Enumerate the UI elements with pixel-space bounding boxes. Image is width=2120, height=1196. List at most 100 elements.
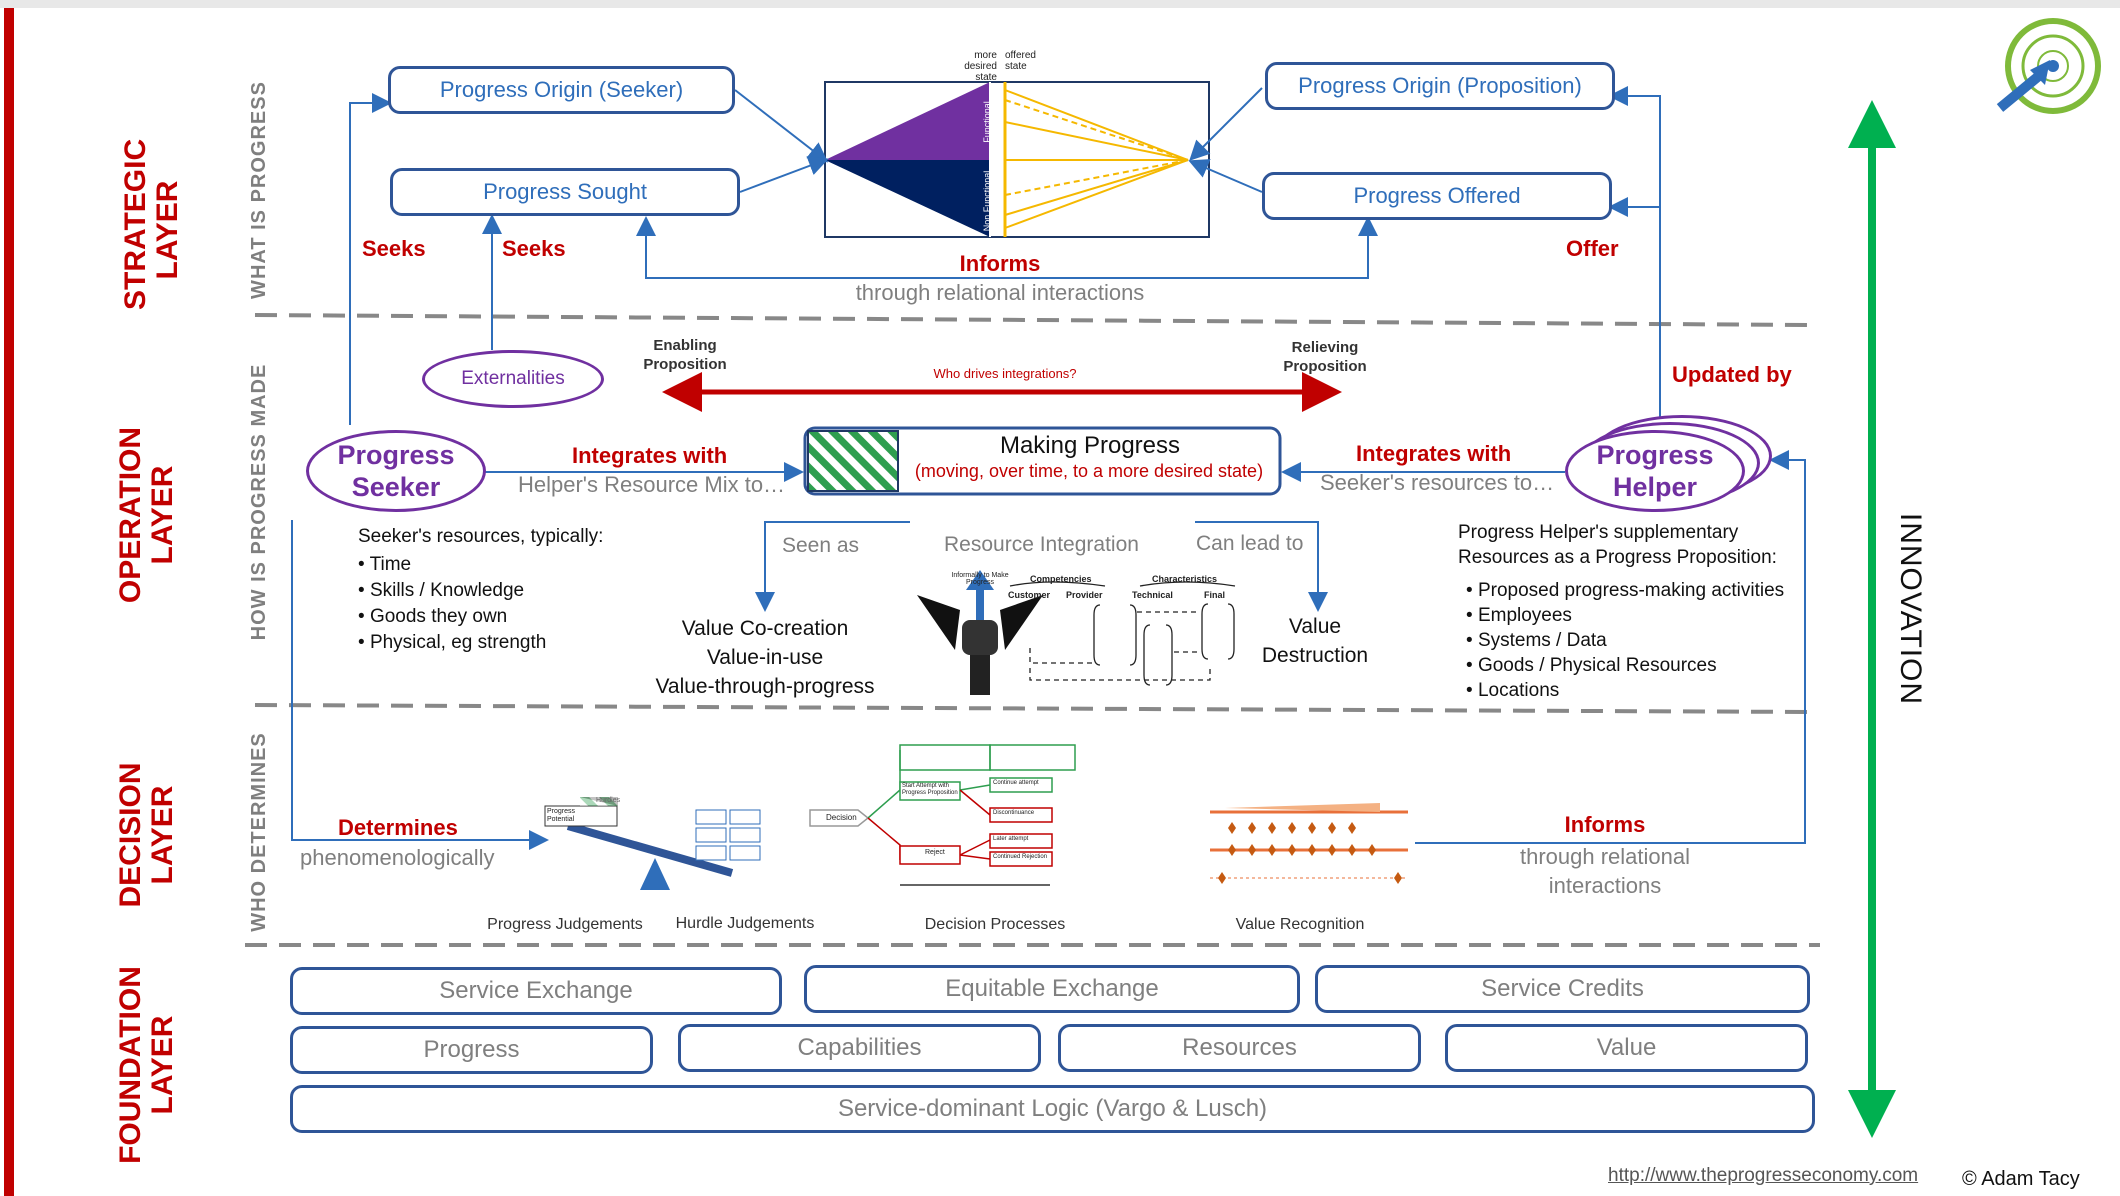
separator-1 <box>254 313 1811 327</box>
chart-label-offered: offered state <box>1005 50 1036 72</box>
seen-as-arrow <box>755 521 910 612</box>
can-lead-to-arrow <box>1195 521 1328 612</box>
sdl-box[interactable]: Service-dominant Logic (Vargo & Lusch) <box>290 1085 1815 1133</box>
progress-sought-box[interactable]: Progress Sought <box>390 168 740 216</box>
flow-continued-rejection: Continued Rejection <box>993 854 1048 860</box>
seen-as-label: Seen as <box>782 534 860 557</box>
decision-informs-line-2: interactions <box>1548 873 1662 898</box>
copyright-label: © Adam Tacy <box>1962 1168 2080 1190</box>
helper-resource-item: Systems / Data <box>1466 628 1818 653</box>
seeker-resource-item: Time <box>358 552 658 578</box>
seeker-resource-item: Skills / Knowledge <box>358 578 658 604</box>
seesaw-left-label: Progress Potential <box>547 808 576 823</box>
zipper-graphic <box>917 570 1043 695</box>
flow-start-attempt: Start Attempt with Progress Proposition <box>902 783 958 796</box>
proposition-to-chart <box>1189 87 1263 161</box>
value-recognition-graphic <box>1210 803 1408 879</box>
helper-resource-item: Goods / Physical Resources <box>1466 653 1818 678</box>
integrates-right-label: Integrates with <box>1356 441 1512 466</box>
helper-resources: Progress Helper's supplementary Resource… <box>1458 520 1818 703</box>
value-box[interactable]: Value <box>1445 1024 1808 1072</box>
offer-label: Offer <box>1566 236 1619 261</box>
chart-label-non-functional: Non Functional <box>982 170 992 232</box>
externalities-oval[interactable]: Externalities <box>422 350 604 408</box>
making-progress-title: Making Progress <box>999 432 1181 459</box>
decision-informs-line-1: through relational <box>1519 844 1690 869</box>
seeks-label-2: Seeks <box>502 236 566 261</box>
helper-resource-item: Proposed progress-making activities <box>1466 578 1818 603</box>
caption-decision-processes: Decision Processes <box>924 916 1066 933</box>
offered-state-lines <box>1003 82 1189 237</box>
flow-discontinuance: Discontinuance <box>993 810 1035 816</box>
functional-triangle <box>825 82 990 160</box>
value-destruction-label: Value Destruction <box>1240 612 1390 670</box>
integrates-left-label: Integrates with <box>572 443 728 468</box>
caption-progress-judgements: Progress Judgements <box>487 916 643 933</box>
flow-reject: Reject <box>925 849 945 856</box>
value-destruction-line-2: Destruction <box>1261 644 1369 667</box>
service-exchange-box[interactable]: Service Exchange <box>290 967 782 1015</box>
matrix-final: Final <box>1204 590 1226 600</box>
seeker-resource-item: Physical, eg strength <box>358 630 658 656</box>
origin-seeker-to-chart <box>734 89 829 163</box>
value-cocreation-list: Value Co-creation Value-in-use Value-thr… <box>640 614 890 701</box>
strategic-layer-subtitle: WHAT IS PROGRESS <box>248 81 270 299</box>
decision-flowchart <box>809 744 1076 886</box>
website-link[interactable]: http://www.theprogresseconomy.com <box>1608 1165 1919 1186</box>
who-drives-label: Who drives integrations? <box>933 366 1077 381</box>
matrix-customer: Customer <box>1008 590 1051 600</box>
service-credits-box[interactable]: Service Credits <box>1315 965 1810 1013</box>
making-progress-box <box>803 426 1282 496</box>
helper-resource-item: Locations <box>1466 678 1818 703</box>
hurdle-grid <box>695 809 761 861</box>
flow-continue-attempt: Continue attempt <box>993 780 1039 786</box>
left-accent-bar <box>4 8 14 1196</box>
decision-layer-subtitle: WHO DETERMINES <box>248 732 270 932</box>
decision-informs-label: Informs <box>1564 812 1646 837</box>
updated-by-label: Updated by <box>1672 362 1792 387</box>
matrix-competencies: Competencies <box>1030 574 1092 584</box>
non-functional-triangle <box>825 160 990 237</box>
sought-to-chart <box>739 156 829 193</box>
helper-resources-title-2: Resources as a Progress Proposition: <box>1458 547 1777 568</box>
operation-layer-subtitle: HOW IS PROGRESS MADE <box>248 363 270 641</box>
origin-seeker-box[interactable]: Progress Origin (Seeker) <box>388 66 735 114</box>
resources-box[interactable]: Resources <box>1058 1024 1421 1072</box>
offered-to-chart <box>1188 159 1263 193</box>
resource-integration-matrix <box>1009 581 1236 686</box>
determines-label: Determines <box>338 815 458 840</box>
matrix-provider: Provider <box>1066 590 1103 600</box>
flow-later-attempt: Later attempt <box>993 836 1029 842</box>
making-progress-hatch <box>807 430 899 492</box>
determines-sublabel: phenomenologically <box>300 845 495 870</box>
flow-decision-label: Decision <box>826 813 857 822</box>
seeks-label-1: Seeks <box>362 236 426 261</box>
seeker-seeks-origin <box>349 93 392 425</box>
matrix-characteristics: Characteristics <box>1152 574 1218 584</box>
integrates-left-sublabel: Helper's Resource Mix to… <box>518 472 786 497</box>
value-through-progress-line: Value-through-progress <box>655 675 875 698</box>
origin-proposition-box[interactable]: Progress Origin (Proposition) <box>1265 62 1615 110</box>
separator-2 <box>254 703 1816 714</box>
equitable-exchange-box[interactable]: Equitable Exchange <box>804 965 1300 1013</box>
progress-offered-box[interactable]: Progress Offered <box>1262 172 1612 220</box>
seesaw-graphic <box>544 797 734 890</box>
integrates-right-sublabel: Seeker's resources to… <box>1320 470 1555 495</box>
can-lead-to-label: Can lead to <box>1196 532 1304 555</box>
helper-resources-title-1: Progress Helper's supplementary <box>1458 522 1739 543</box>
top-border <box>0 0 2120 8</box>
chart-label-functional: Functional <box>982 101 992 143</box>
value-recognition-diamonds <box>1218 822 1402 884</box>
capabilities-box[interactable]: Capabilities <box>678 1024 1041 1072</box>
innovation-label: INNOVATION <box>1894 512 1927 706</box>
progress-box[interactable]: Progress <box>290 1026 653 1074</box>
